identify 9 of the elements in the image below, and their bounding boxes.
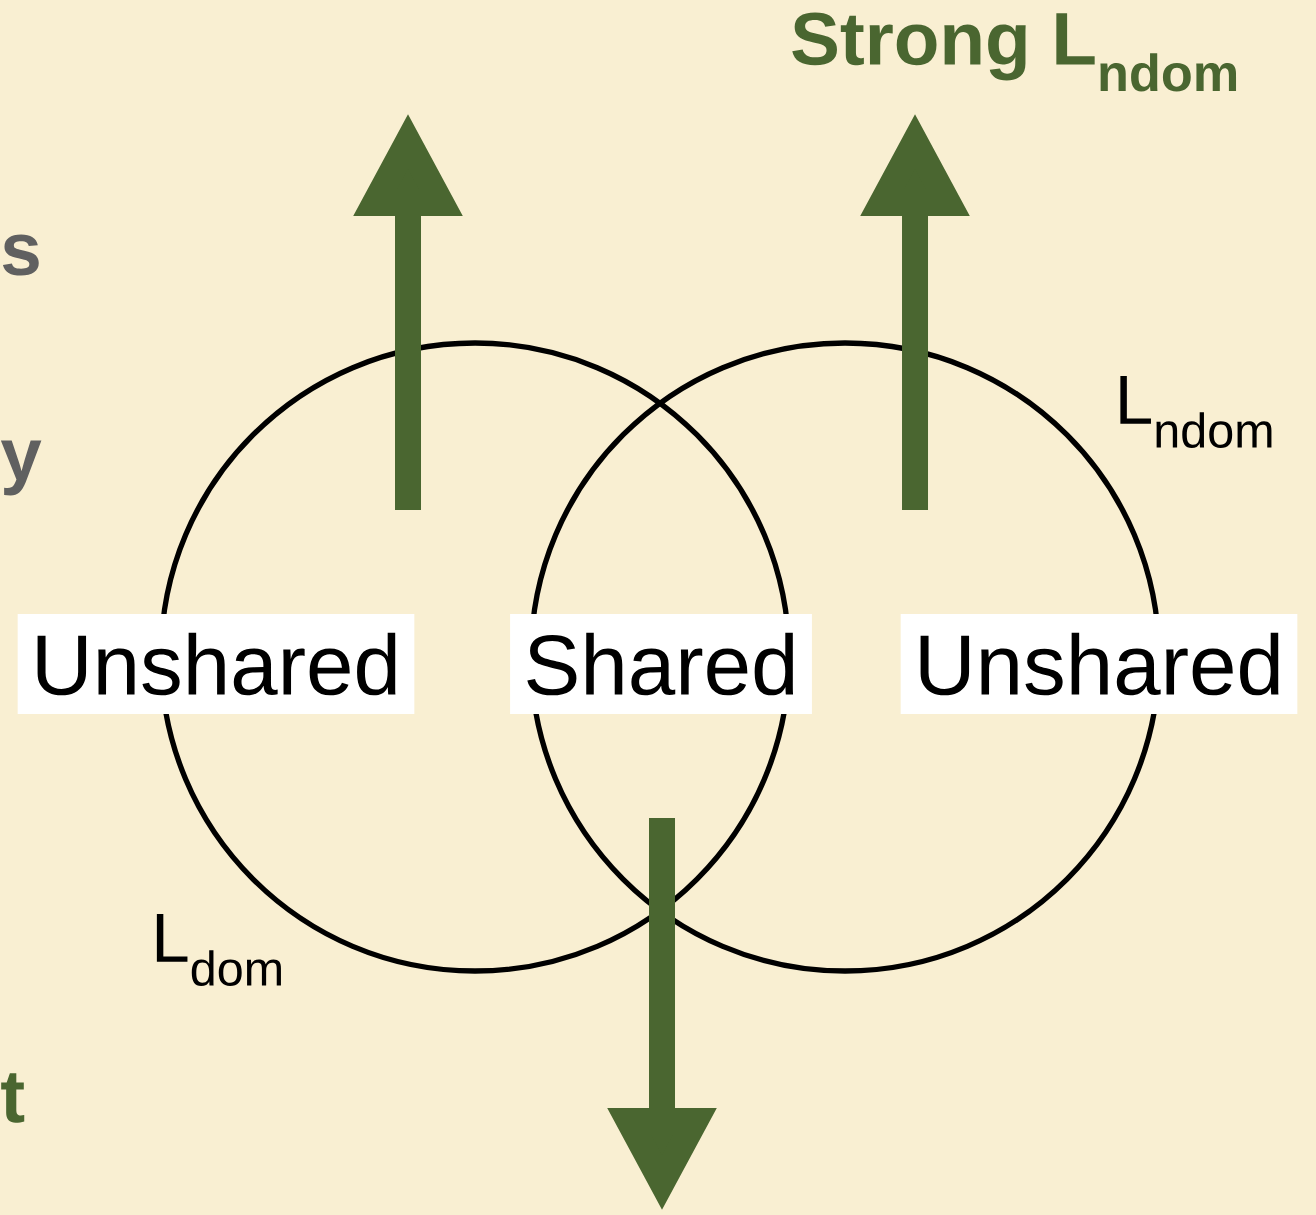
circle-label: L$_{ndom}$ [1120, 376, 1272, 448]
label-box: Shared [510, 614, 812, 714]
title: Strong L$_{ndom}$ [792, 12, 1237, 92]
circle-label: L$_{dom}$ [156, 914, 281, 986]
text-fragment: s [2, 234, 39, 276]
label-box: Unshared [17, 614, 415, 714]
text-fragment: t [1, 1073, 25, 1123]
label-box: Unshared [900, 614, 1298, 714]
text-fragment: y [0, 440, 42, 496]
